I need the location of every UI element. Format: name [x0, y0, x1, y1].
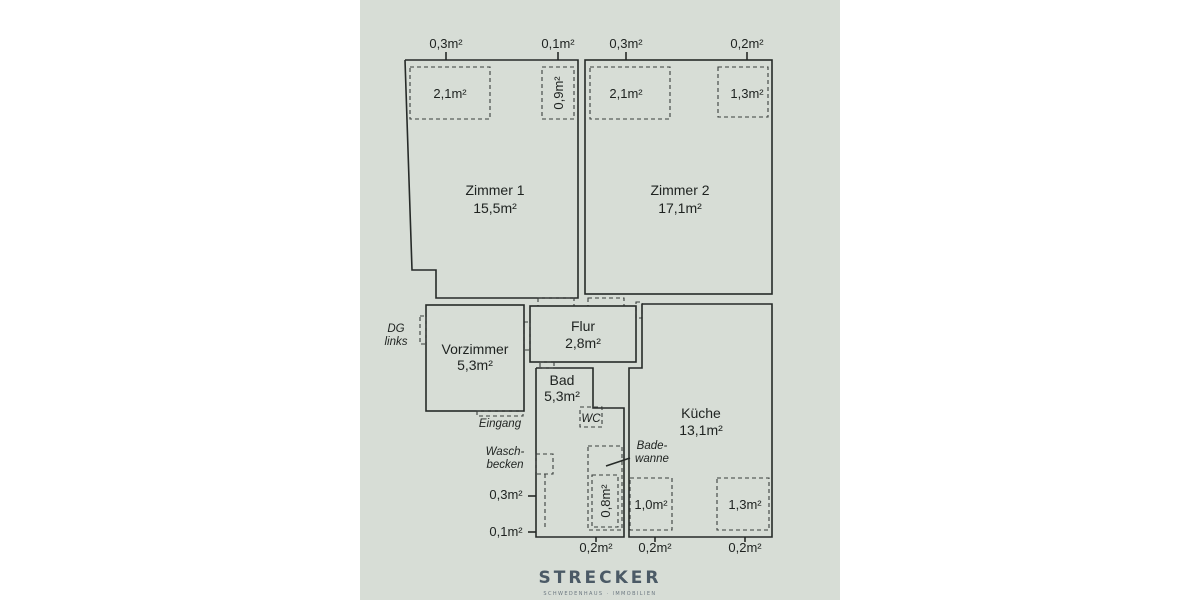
room-zimmer-1: Zimmer 1 15,5m² 2,1m² 0,9m² 0,3m² 0,1m² — [404, 36, 579, 299]
room-name-zimmer-1: Zimmer 1 — [465, 182, 524, 198]
room-name-bad: Bad — [550, 372, 575, 388]
area-label: 0,1m² — [489, 524, 523, 539]
area-label: 2,1m² — [609, 86, 643, 101]
label-badewanne-2: wanne — [635, 453, 669, 465]
room-bad: WC 0,8m² Bad 5,3m² Wasch- becken Bade- w… — [486, 361, 669, 555]
area-label: 1,3m² — [728, 497, 762, 512]
room-flur: Flur 2,8m² — [523, 305, 637, 363]
room-area-flur: 2,8m² — [565, 335, 601, 351]
label-dg: DG — [387, 323, 404, 335]
area-label: 0,9m² — [551, 76, 566, 110]
area-label: 0,2m² — [638, 540, 672, 555]
area-label: 0,2m² — [579, 540, 613, 555]
room-area-kueche: 13,1m² — [679, 422, 723, 438]
room-area-vorzimmer: 5,3m² — [457, 357, 493, 373]
room-area-zimmer-1: 15,5m² — [473, 200, 517, 216]
label-eingang: Eingang — [479, 418, 522, 430]
area-label: 0,1m² — [541, 36, 575, 51]
floor-plan-drawing: Zimmer 1 15,5m² 2,1m² 0,9m² 0,3m² 0,1m² … — [384, 36, 773, 597]
area-label: 2,1m² — [433, 86, 467, 101]
room-vorzimmer: Vorzimmer 5,3m² DG links Eingang — [384, 304, 525, 430]
label-waschbecken-1: Wasch- — [486, 446, 525, 458]
room-name-kueche: Küche — [681, 405, 721, 421]
room-zimmer-2: Zimmer 2 17,1m² 2,1m² 1,3m² 0,3m² 0,2m² — [584, 36, 773, 295]
strecker-logo: STRECKER SCHWEDENHAUS · IMMOBILIEN — [539, 568, 662, 597]
room-kueche: Küche 13,1m² 1,0m² 1,3m² 0,2m² 0,2m² — [628, 303, 773, 555]
room-name-zimmer-2: Zimmer 2 — [650, 182, 709, 198]
room-name-flur: Flur — [571, 318, 595, 334]
area-label: 0,3m² — [429, 36, 463, 51]
room-name-vorzimmer: Vorzimmer — [442, 341, 509, 357]
area-label: 0,2m² — [730, 36, 764, 51]
area-label: 0,8m² — [598, 484, 613, 518]
label-wc: WC — [581, 413, 601, 425]
area-label: 0,3m² — [489, 487, 523, 502]
logo-tagline: SCHWEDENHAUS · IMMOBILIEN — [543, 591, 656, 597]
logo-wordmark: STRECKER — [539, 568, 662, 588]
area-label: 1,0m² — [634, 497, 668, 512]
room-area-zimmer-2: 17,1m² — [658, 200, 702, 216]
label-waschbecken-2: becken — [486, 459, 523, 471]
area-label: 0,3m² — [609, 36, 643, 51]
area-label: 1,3m² — [730, 86, 764, 101]
floor-plan-sheet: Zimmer 1 15,5m² 2,1m² 0,9m² 0,3m² 0,1m² … — [360, 0, 840, 600]
label-links: links — [384, 336, 407, 348]
label-badewanne-1: Bade- — [637, 440, 668, 452]
area-label: 0,2m² — [728, 540, 762, 555]
room-area-bad: 5,3m² — [544, 388, 580, 404]
